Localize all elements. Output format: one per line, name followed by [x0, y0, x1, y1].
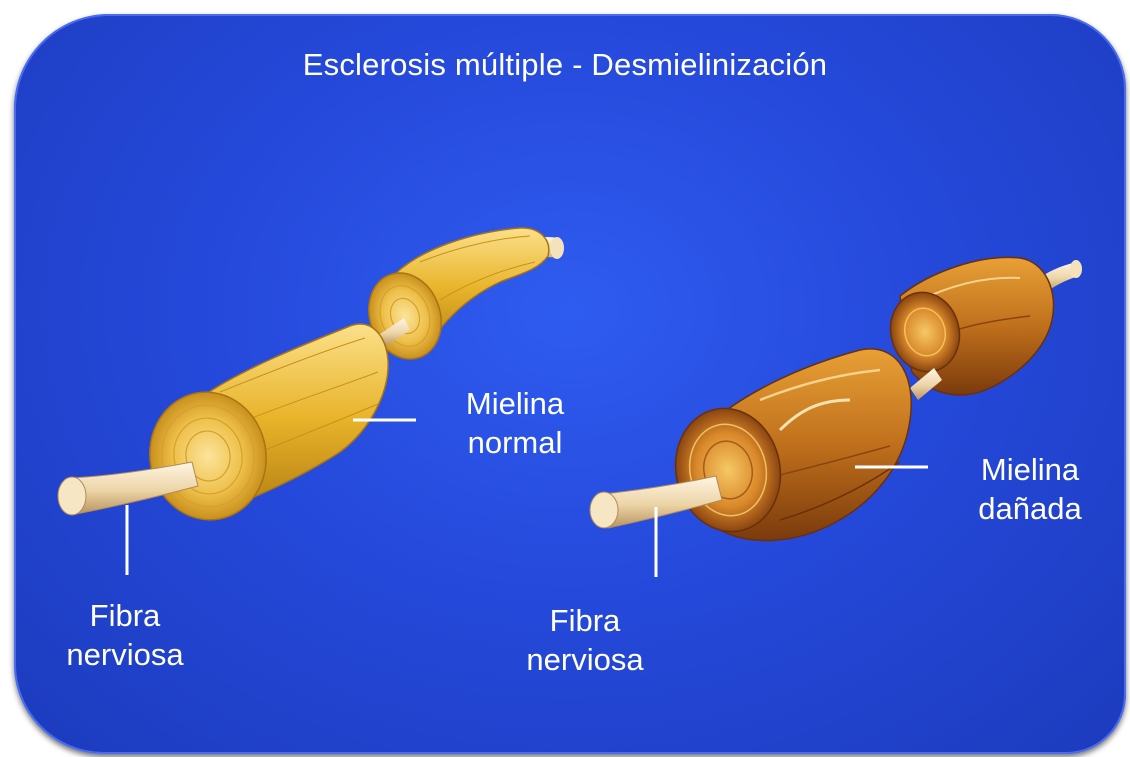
label-myelin-normal-line2: normal [430, 423, 600, 462]
diagram-title: Esclerosis múltiple - Desmielinización [0, 47, 1130, 83]
label-myelin-normal-line1: Mielina [430, 384, 600, 423]
label-fiber-right-line2: nerviosa [500, 640, 670, 679]
label-myelin-damaged: Mielina dañada [945, 450, 1115, 528]
label-fiber-right: Fibra nerviosa [500, 601, 670, 679]
label-fiber-left-line2: nerviosa [40, 635, 210, 674]
label-fiber-left-line1: Fibra [40, 596, 210, 635]
label-myelin-damaged-line1: Mielina [945, 450, 1115, 489]
label-myelin-damaged-line2: dañada [945, 489, 1115, 528]
label-fiber-right-line1: Fibra [500, 601, 670, 640]
damaged-nerve-fiber [590, 257, 1082, 577]
label-myelin-normal: Mielina normal [430, 384, 600, 462]
label-fiber-left: Fibra nerviosa [40, 596, 210, 674]
